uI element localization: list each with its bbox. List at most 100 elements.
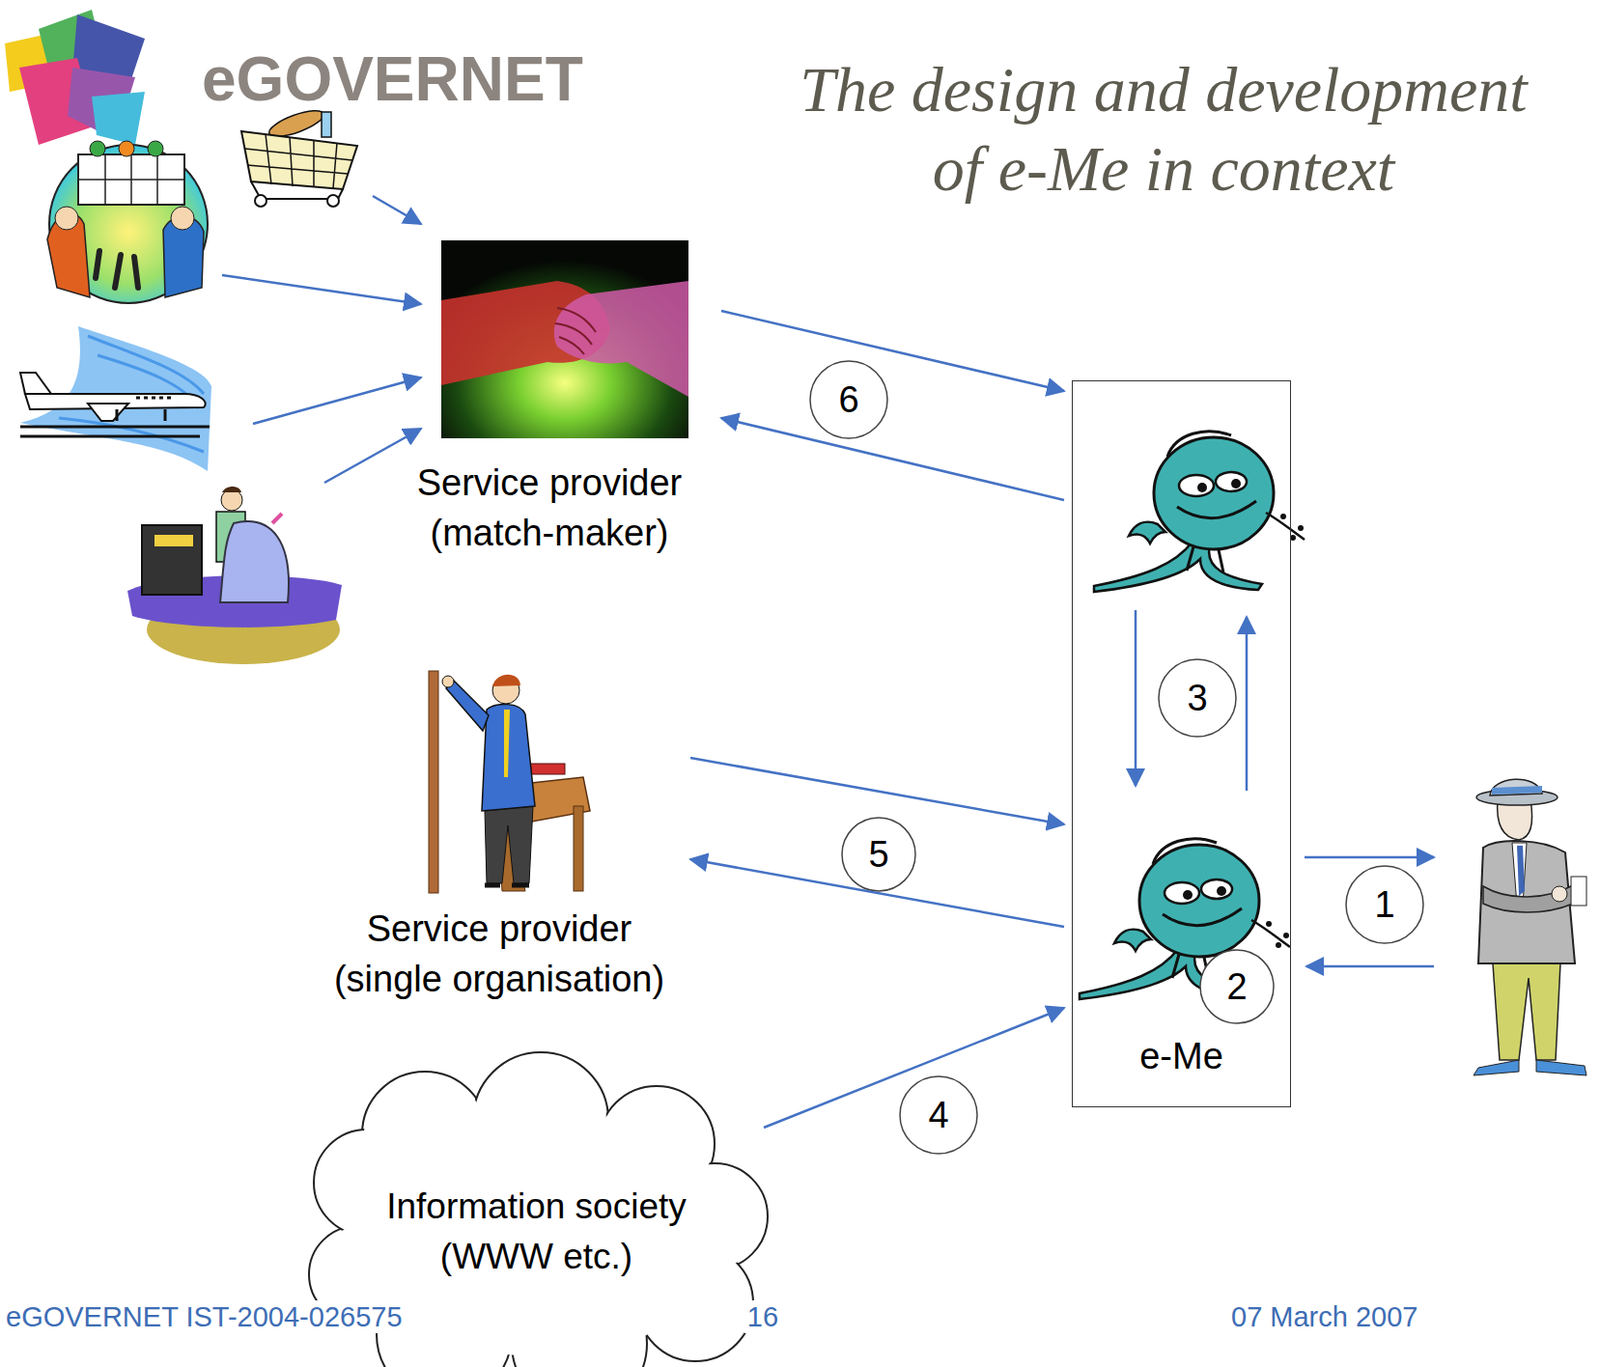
dry-cleaner-clipart — [141, 525, 202, 595]
airplane-clipart — [136, 396, 175, 400]
callout-number: 2 — [1226, 965, 1247, 1009]
currency-exchange-clipart — [170, 206, 195, 230]
currency-exchange-clipart — [78, 154, 185, 205]
node-label: Service provider (single organisation) — [315, 903, 683, 1005]
flow-arrow — [721, 418, 1065, 501]
input-arrow — [324, 428, 422, 483]
user-figure — [1551, 886, 1568, 902]
node-label: Information society (WWW etc.) — [353, 1181, 720, 1283]
airplane-clipart — [20, 326, 212, 472]
flow-arrow — [1245, 617, 1249, 791]
currency-exchange-clipart — [95, 251, 139, 288]
shopping-cart-clipart — [241, 105, 358, 207]
currency-exchange-clipart — [118, 140, 135, 157]
user-figure — [1478, 841, 1575, 964]
callout-circle — [810, 361, 1424, 1154]
service-provider: Service provider (single organisation) — [315, 671, 683, 1005]
input-arrow — [252, 377, 422, 424]
airplane-clipart — [20, 326, 212, 472]
service-provider: Service provider (match-maker) — [385, 240, 714, 559]
user-figure — [1492, 963, 1561, 1061]
callout-circle — [1200, 950, 1274, 1024]
clerk-figure — [504, 709, 510, 778]
flow-arrow — [1306, 965, 1434, 969]
input-arrow — [222, 275, 422, 305]
airplane-clipart — [20, 426, 210, 437]
currency-exchange-clipart — [89, 140, 106, 157]
clerk-figure — [573, 806, 584, 892]
page-number: 16 — [744, 1300, 782, 1334]
handshake-picture — [555, 308, 596, 355]
dry-cleaner-clipart — [221, 489, 243, 511]
user-figure — [1489, 779, 1543, 796]
clerk-figure — [484, 883, 530, 889]
clerk-figure — [530, 763, 565, 775]
flow-arrow — [721, 310, 1065, 392]
logo-text: eGOVERNET — [201, 43, 584, 115]
input-arrow — [372, 196, 422, 225]
clerk-figure — [442, 675, 454, 688]
flow-arrow — [1134, 610, 1138, 786]
clerk-figure — [484, 806, 534, 884]
node-label: e-Me — [1139, 1035, 1224, 1078]
logo-mark — [91, 91, 145, 145]
slide-title: The design and development of e-Me in co… — [782, 50, 1545, 209]
callout-circle — [842, 817, 916, 892]
flow-arrow — [1304, 856, 1434, 860]
user-figure — [1473, 1060, 1519, 1076]
flow-arrow — [763, 1008, 1065, 1128]
airplane-clipart — [87, 403, 129, 422]
callout-circle — [899, 1076, 978, 1154]
handshake-picture — [554, 280, 689, 397]
currency-exchange-clipart — [47, 140, 208, 304]
callout-number: 6 — [838, 378, 859, 422]
callout-number: 1 — [1374, 883, 1395, 927]
flow-arrow — [1135, 610, 1434, 967]
dry-cleaner-clipart — [154, 534, 194, 547]
footer-date: 07 March 2007 — [1228, 1300, 1421, 1334]
user-figure — [1516, 845, 1525, 897]
user-figure — [1473, 779, 1587, 1076]
dry-cleaner-clipart — [272, 513, 282, 524]
clerk-figure — [428, 671, 590, 894]
handshake-picture — [441, 240, 689, 439]
callout-number: 3 — [1186, 676, 1208, 720]
clerk-figure — [481, 704, 535, 812]
dry-cleaner-clipart — [222, 486, 242, 493]
shopping-cart-clipart — [321, 112, 332, 138]
user-figure — [1536, 1060, 1587, 1076]
clerk-figure — [492, 674, 521, 687]
shopping-cart-clipart — [241, 131, 358, 190]
user-figure — [1571, 876, 1587, 906]
callout-number: 4 — [927, 1094, 949, 1137]
clerk-figure — [446, 680, 489, 731]
e-me-box: e-Me — [1071, 380, 1292, 1108]
input-arrow — [222, 196, 422, 483]
footer-text: eGOVERNET IST-2004-026575 — [2, 1300, 406, 1334]
dry-cleaner-clipart — [220, 521, 289, 603]
airplane-clipart — [20, 372, 52, 394]
airplane-clipart — [116, 409, 166, 422]
shopping-cart-clipart — [254, 195, 267, 207]
currency-exchange-clipart — [78, 154, 185, 205]
dry-cleaner-clipart — [127, 486, 342, 665]
flow-arrow — [690, 757, 1065, 825]
logo-mark — [4, 9, 145, 145]
callout-circle — [1346, 866, 1424, 944]
handshake-picture — [441, 240, 689, 439]
shopping-cart-clipart — [244, 134, 353, 189]
callout-circle — [1158, 659, 1236, 737]
node-label: Service provider (match-maker) — [385, 457, 714, 559]
callout-circle — [810, 361, 888, 439]
currency-exchange-clipart — [55, 206, 79, 230]
currency-exchange-clipart — [147, 140, 164, 157]
callout-number: 5 — [868, 833, 889, 876]
user-figure — [1491, 785, 1543, 795]
clerk-figure — [428, 671, 439, 894]
shopping-cart-clipart — [327, 195, 339, 207]
e-me-character — [1094, 431, 1305, 592]
user-figure — [1483, 884, 1575, 913]
